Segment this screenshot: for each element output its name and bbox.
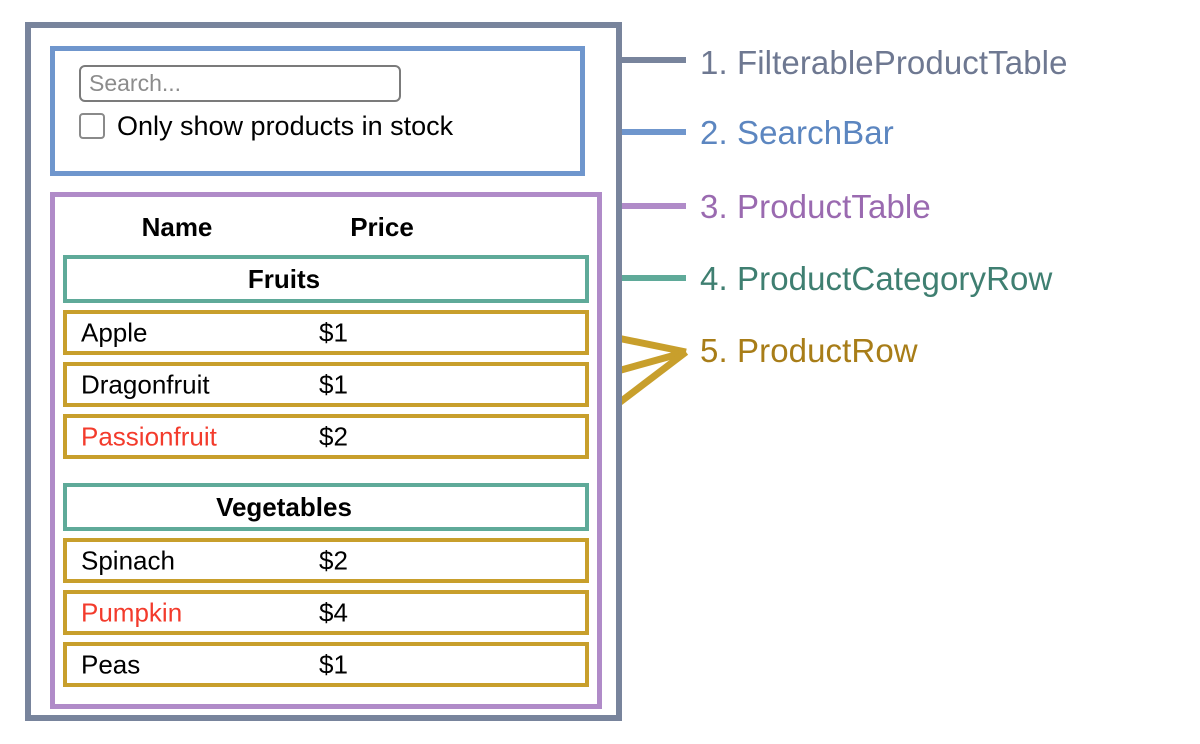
product-price: $4 [319, 597, 348, 627]
product-name: Apple [81, 317, 148, 347]
product-category-row: Fruits [63, 255, 589, 303]
legend-item-search-bar: 2. SearchBar [700, 114, 894, 151]
only-in-stock-label: Only show products in stock [117, 110, 454, 141]
only-in-stock-checkbox[interactable] [79, 113, 105, 139]
product-price: $2 [319, 545, 348, 575]
product-category-row: Vegetables [63, 483, 589, 531]
search-bar-boundary: Only show products in stock [50, 46, 585, 176]
product-row: Pumpkin $4 [63, 590, 589, 635]
column-header-name: Name [141, 211, 213, 242]
product-name: Spinach [81, 545, 175, 575]
product-row: Passionfruit $2 [63, 414, 589, 459]
product-name: Pumpkin [81, 597, 183, 627]
product-name: Passionfruit [81, 421, 217, 451]
product-price: $2 [319, 421, 348, 451]
product-table-boundary: Name Price Fruits Apple $1 Dragonfruit $… [50, 192, 602, 709]
product-name: Peas [81, 649, 141, 679]
legend-item-product-category-row: 4. ProductCategoryRow [700, 260, 1053, 297]
product-row: Peas $1 [63, 642, 589, 687]
legend-item-product-table: 3. ProductTable [700, 188, 931, 225]
product-category-label: Vegetables [216, 491, 352, 522]
product-price: $1 [319, 369, 348, 399]
legend-item-filterable-product-table: 1. FilterableProductTable [700, 44, 1068, 81]
product-table-body: Fruits Apple $1 Dragonfruit $1 Passionfr… [63, 255, 589, 694]
column-header-price: Price [350, 211, 414, 242]
filterable-product-table-boundary: Only show products in stock Name Price F… [25, 22, 622, 721]
product-price: $1 [319, 317, 348, 347]
product-row: Spinach $2 [63, 538, 589, 583]
product-row: Dragonfruit $1 [63, 362, 589, 407]
product-category-label: Fruits [247, 263, 321, 294]
only-in-stock-row[interactable]: Only show products in stock [79, 109, 579, 143]
legend-item-product-row: 5. ProductRow [700, 332, 918, 369]
product-price: $1 [319, 649, 348, 679]
search-input[interactable] [79, 65, 401, 102]
product-table-header: Name Price [55, 205, 597, 249]
group-spacer [63, 466, 589, 483]
product-name: Dragonfruit [81, 369, 210, 399]
product-row: Apple $1 [63, 310, 589, 355]
